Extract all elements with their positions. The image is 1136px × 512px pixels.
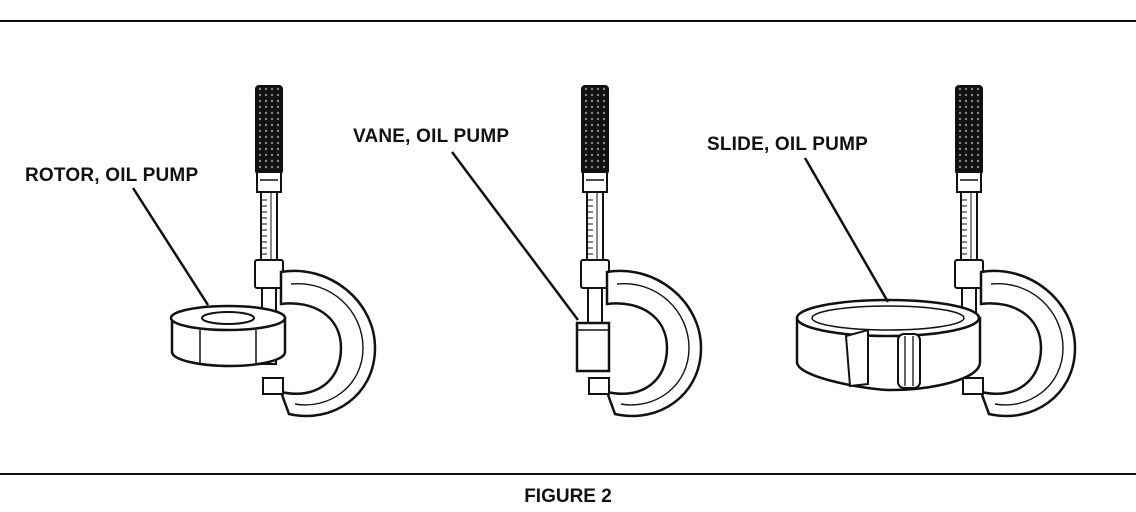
vane-leader — [451, 151, 579, 321]
figure-caption: FIGURE 2 — [524, 486, 612, 507]
vane-label: VANE, OIL PUMP — [353, 126, 510, 147]
slide-part — [795, 298, 982, 392]
slide-label: SLIDE, OIL PUMP — [707, 134, 869, 155]
rotor-leader — [131, 187, 210, 306]
rotor-part — [169, 304, 287, 368]
slide-leader — [803, 157, 890, 303]
rotor-label: ROTOR, OIL PUMP — [25, 165, 199, 186]
vane-part — [575, 321, 611, 373]
